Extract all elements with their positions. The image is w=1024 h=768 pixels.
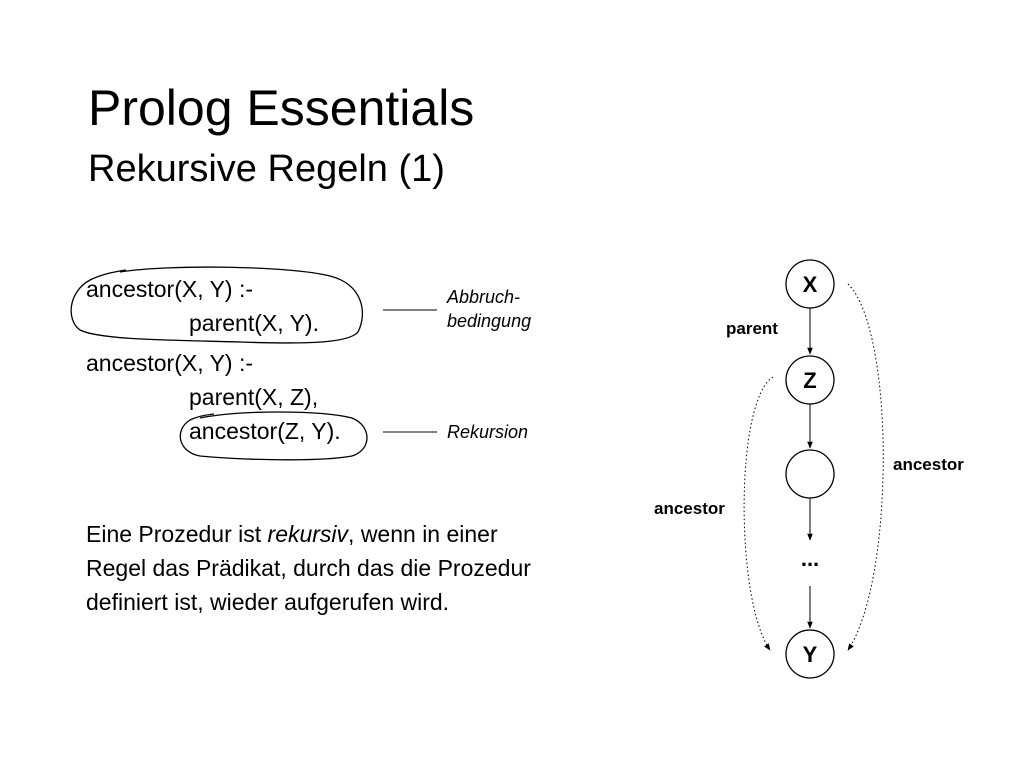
slide-subtitle: Rekursive Regeln (1) [88,148,445,190]
note-abbruchbedingung: Abbruch- bedingung [447,285,531,333]
edge-ancestor-z-y [743,376,774,651]
label-ancestor-right: ancestor [893,455,964,474]
rule-base-head: ancestor(X, Y) :- [86,276,254,302]
rule-base-case: ancestor(X, Y) :- parent(X, Y). [86,272,319,340]
node-x-label: X [803,272,818,297]
definition-paragraph: Eine Prozedur ist rekursiv, wenn in eine… [86,517,556,619]
rule-recursive: ancestor(X, Y) :- parent(X, Z), ancestor… [86,346,341,448]
node-blank [785,449,835,499]
note-rekursion: Rekursion [447,422,529,442]
node-ellipsis: ... [801,546,819,571]
rule-recursive-head: ancestor(X, Y) :- [86,350,254,376]
note-abbruch-line-1: Abbruch- [447,287,521,307]
label-parent: parent [726,319,778,338]
paragraph-after: , wenn in einer Regel das Prädikat, durc… [86,521,531,615]
slide-title: Prolog Essentials [88,80,475,136]
rule-recursive-body-line-1: parent(X, Z), [189,384,319,410]
note-abbruch-line-2: bedingung [447,311,532,331]
node-y-label: Y [803,642,818,667]
paragraph-emphasis: rekursiv [267,521,349,547]
label-ancestor-left: ancestor [654,499,725,518]
node-x [785,259,835,309]
node-z-label: Z [803,368,816,393]
node-z [785,355,835,405]
rule-recursive-body-line-2: ancestor(Z, Y). [189,418,341,444]
paragraph-before: Eine Prozedur ist [86,521,268,547]
edge-ancestor-x-y [847,283,884,651]
rule-base-body-line: parent(X, Y). [189,310,319,336]
node-y [785,629,835,679]
